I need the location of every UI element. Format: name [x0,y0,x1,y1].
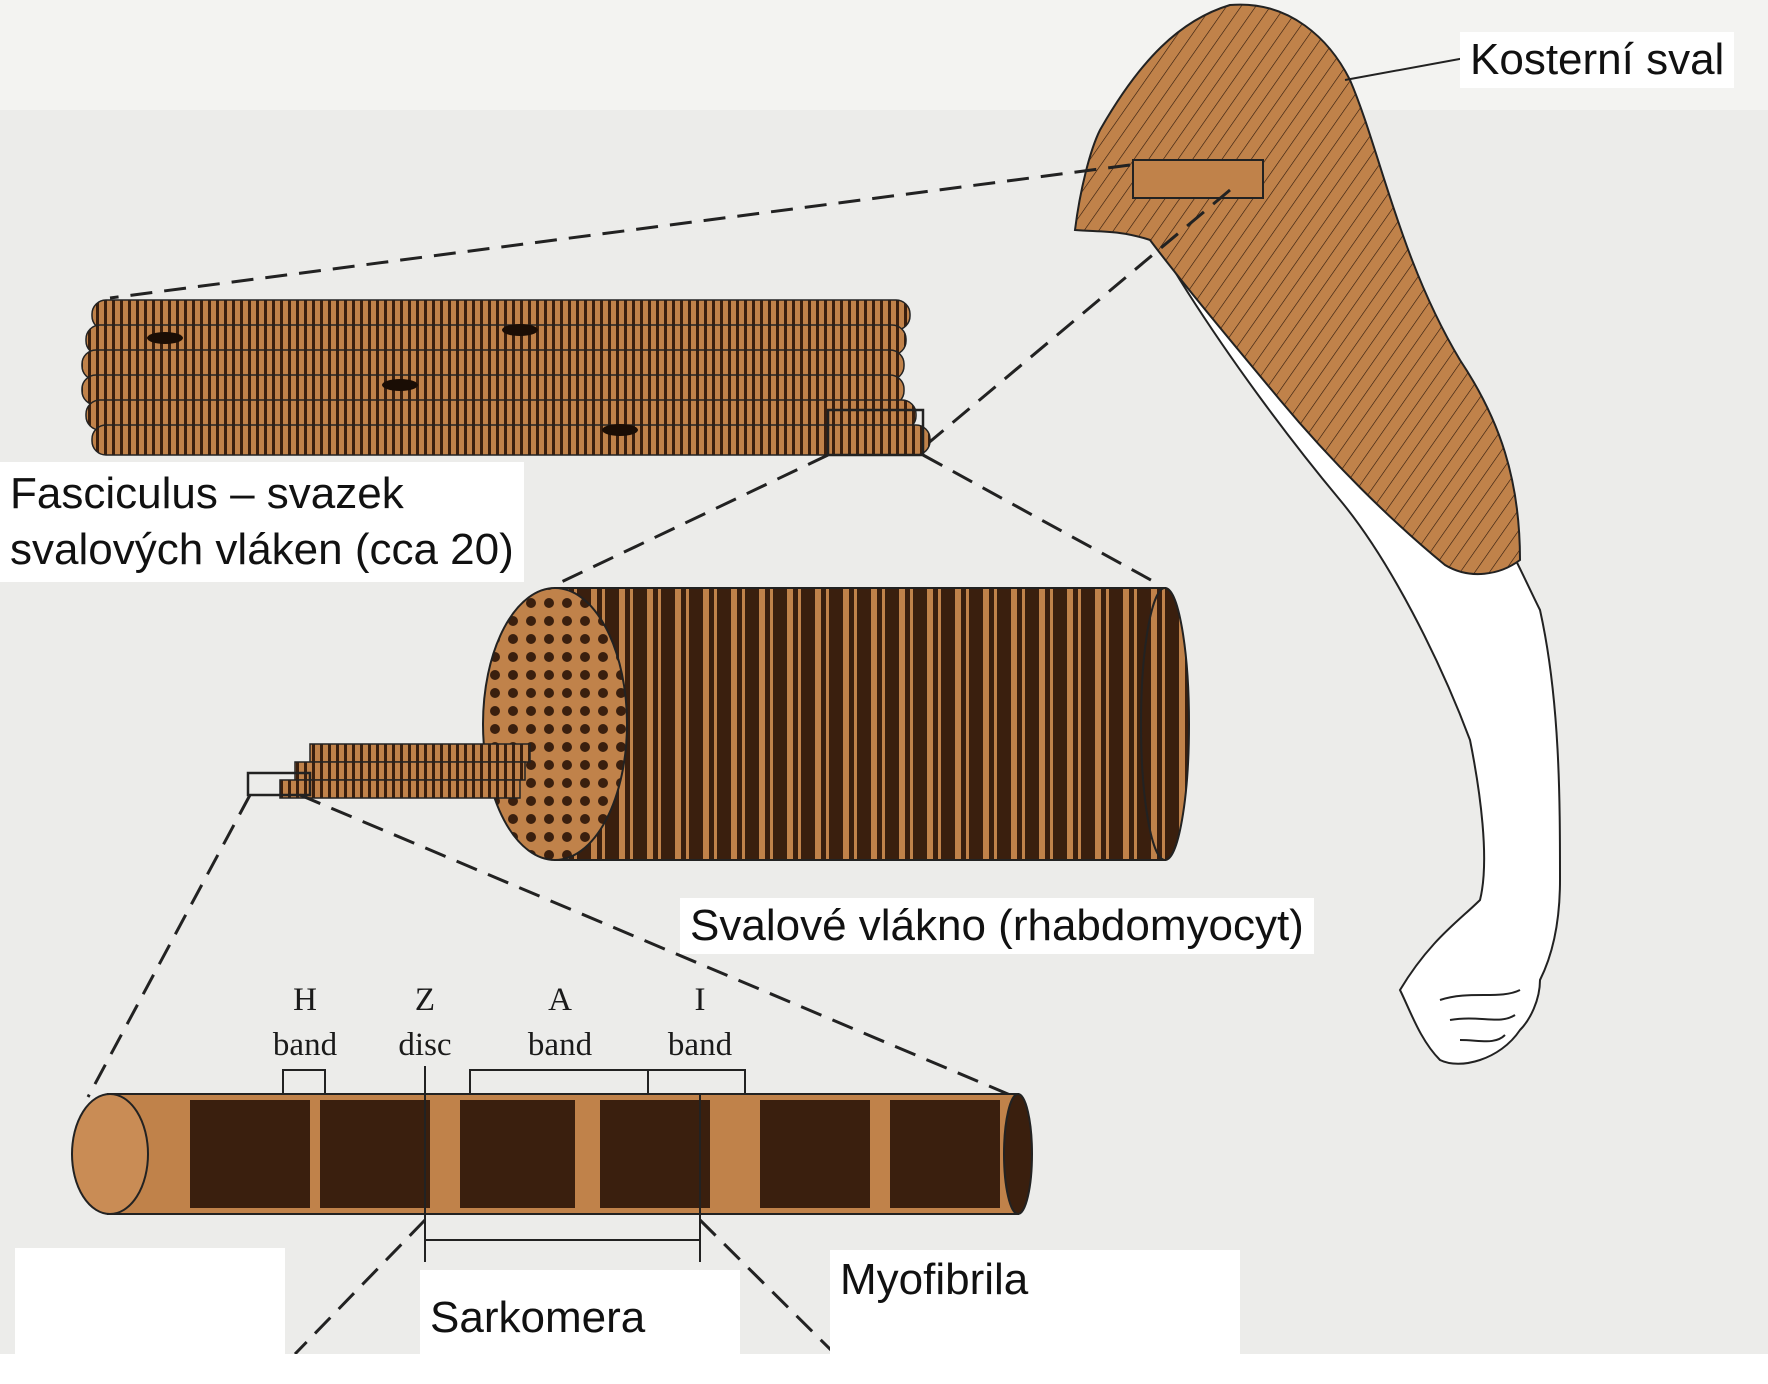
muscle-fiber-label: Svalové vlákno (rhabdomyocyt) [680,898,1314,954]
myofibril [72,1094,1032,1214]
band-letter: A [548,982,572,1018]
myofibril-cross-section [72,1094,148,1214]
sarcomere-label: Sarkomera [420,1270,740,1384]
band-letter: H [293,982,317,1018]
sample-box [1133,160,1263,198]
muscle-fiber-end [1141,588,1189,860]
fasciculus [82,300,930,455]
band-word: disc [398,1027,451,1063]
a-band-region [760,1100,870,1208]
fasciculus-label-line2: svalových vláken (cca 20) [10,522,514,578]
myofibril-label: Myofibrila [830,1250,1240,1366]
band-word: band [273,1027,338,1063]
skeletal-muscle-label: Kosterní sval [1460,32,1734,88]
band-letter: I [695,982,706,1018]
myofibril-end [1004,1094,1032,1214]
band-word: band [528,1027,593,1063]
band-word: band [668,1027,733,1063]
a-band-region [600,1100,710,1208]
myofibril-protrusion [310,744,530,762]
a-band-region [320,1100,430,1208]
fasciculus-label-line1: Fasciculus – svazek [10,466,514,522]
nucleus [382,379,418,391]
muscle-fiber-body [555,588,1165,860]
myofibril-protrusion [295,762,525,780]
label-blank-box [15,1248,285,1358]
nucleus [502,324,538,336]
a-band-region [190,1100,310,1208]
fascicle-fiber [92,425,930,455]
fasciculus-label: Fasciculus – svazek svalových vláken (cc… [0,462,524,582]
muscle-fiber-cross-section [483,588,627,860]
nucleus [147,332,183,344]
a-band-region [460,1100,575,1208]
myofibril-protrusion [280,780,520,798]
muscle-anatomy-diagram: H band Z disc A band I band [0,0,1768,1354]
band-letter: Z [415,982,435,1018]
a-band-region [890,1100,1000,1208]
nucleus [602,424,638,436]
